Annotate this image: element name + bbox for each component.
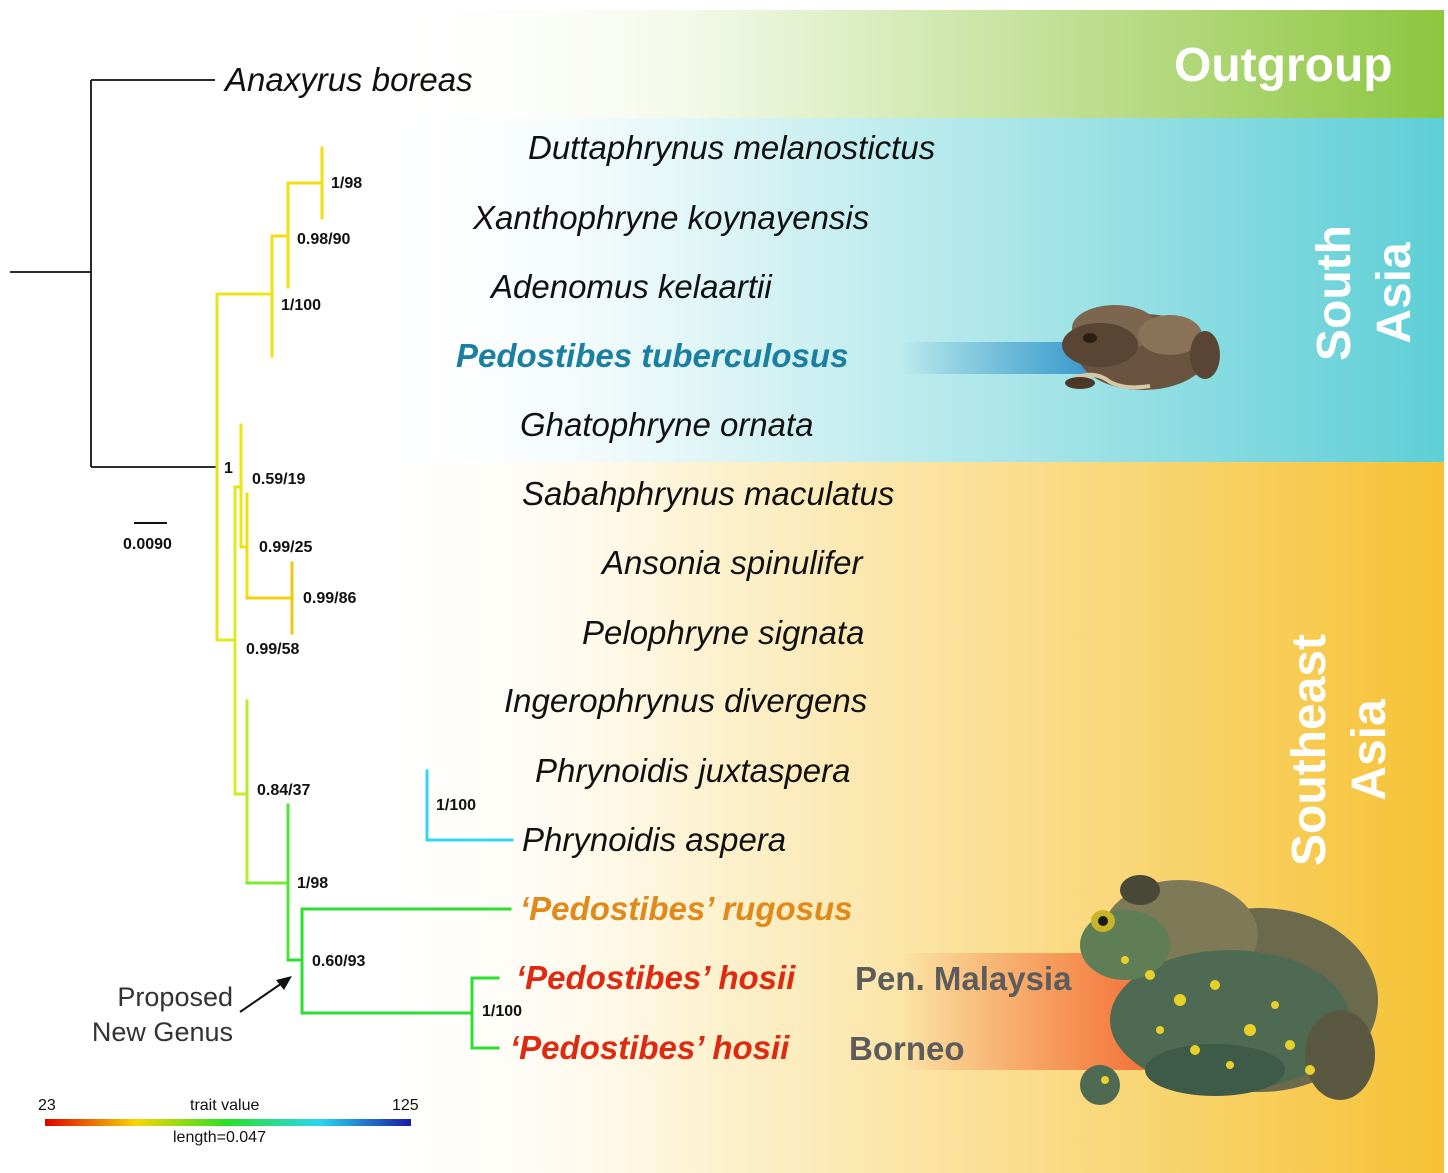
- trait-legend-length: length=0.047: [173, 1130, 266, 1146]
- support-ans-pel: 0.99/86: [303, 591, 356, 607]
- support-inger-rest: 0.84/37: [257, 783, 310, 799]
- trait-legend-min: 23: [38, 1098, 56, 1114]
- note-line2: New Genus: [60, 1015, 233, 1050]
- note-line1: Proposed: [60, 980, 233, 1015]
- southeast-asia-label-line1: Southeast: [1280, 634, 1340, 866]
- south-asia-label: South Asia: [1305, 225, 1425, 361]
- south-asia-label-line2: Asia: [1365, 225, 1425, 361]
- taxon-phrynoidis-aspera: Phrynoidis aspera: [522, 823, 786, 856]
- support-dutta-xantho: 1/98: [331, 176, 362, 192]
- southeast-asia-label-line2: Asia: [1340, 634, 1400, 866]
- outgroup-label: Outgroup: [1174, 42, 1393, 90]
- trait-legend-max: 125: [392, 1098, 419, 1114]
- support-ghato-sea: 0.59/19: [252, 472, 305, 488]
- taxon-ghatophryne-ornata: Ghatophryne ornata: [520, 408, 814, 441]
- taxon-pedostibes-hosii-borneo: ‘Pedostibes’ hosii: [510, 1031, 789, 1064]
- proposed-new-genus-note: Proposed New Genus: [60, 980, 233, 1050]
- taxon-ingerophrynus-divergens: Ingerophrynus divergens: [504, 684, 867, 717]
- taxon-pedostibes-rugosus: ‘Pedostibes’ rugosus: [520, 892, 853, 925]
- support-saba-ans-pel: 0.99/25: [259, 540, 312, 556]
- taxon-sabahphrynus-maculatus: Sabahphrynus maculatus: [522, 477, 894, 510]
- locality-pen-malaysia: Pen. Malaysia: [855, 962, 1071, 995]
- taxon-xanthophryne-koynayensis: Xanthophryne koynayensis: [473, 201, 869, 234]
- trait-gradient-bar: [45, 1119, 411, 1126]
- outgroup-branches: [10, 80, 217, 467]
- support-hosii: 1/100: [482, 1004, 522, 1020]
- taxon-pedostibes-hosii-pen-malaysia: ‘Pedostibes’ hosii: [516, 961, 795, 994]
- trait-legend-title: trait value: [190, 1098, 259, 1114]
- taxon-pelophryne-signata: Pelophryne signata: [582, 616, 865, 649]
- south-asia-label-line1: South: [1305, 225, 1365, 361]
- taxon-adenomus-kelaartii: Adenomus kelaartii: [491, 270, 772, 303]
- taxon-duttaphrynus-melanostictus: Duttaphrynus melanostictus: [528, 131, 935, 164]
- support-phrynoidis: 1/100: [436, 798, 476, 814]
- support-dutta-adeno: 0.98/90: [297, 232, 350, 248]
- proposed-genus-arrow: [240, 976, 292, 1012]
- scale-bar-label: 0.0090: [123, 537, 172, 553]
- taxon-phrynoidis-juxtaspera: Phrynoidis juxtaspera: [535, 754, 851, 787]
- support-sea-main: 0.99/58: [246, 642, 299, 658]
- locality-borneo: Borneo: [849, 1032, 965, 1065]
- support-pedo: 0.60/93: [312, 954, 365, 970]
- southeast-asia-label: Southeast Asia: [1280, 634, 1400, 866]
- taxon-ansonia-spinulifer: Ansonia spinulifer: [602, 546, 863, 579]
- support-ingroup: 1: [224, 461, 233, 477]
- taxon-anaxyrus-boreas: Anaxyrus boreas: [225, 63, 473, 96]
- support-phryn-pedo: 1/98: [297, 876, 328, 892]
- taxon-pedostibes-tuberculosus: Pedostibes tuberculosus: [456, 339, 848, 372]
- support-south-asia: 1/100: [281, 298, 321, 314]
